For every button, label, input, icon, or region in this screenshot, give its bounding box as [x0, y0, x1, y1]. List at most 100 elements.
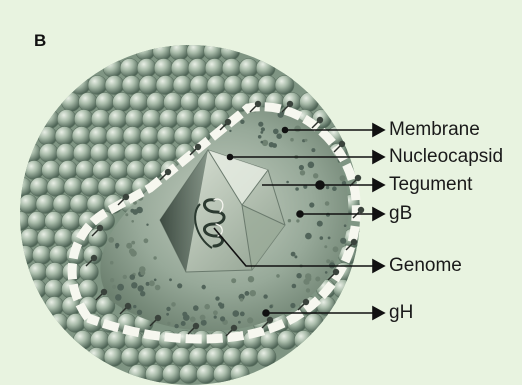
tegument-dot — [305, 233, 312, 240]
tegument-dot — [306, 288, 310, 292]
surface-knob — [188, 59, 207, 78]
surface-knob — [241, 76, 260, 95]
surface-knob — [45, 212, 64, 231]
surface-knob — [110, 161, 129, 180]
gb-anchor-dot — [297, 211, 303, 217]
tegument-dot — [240, 312, 245, 317]
tegument-dot — [110, 278, 114, 282]
tegument-dot — [306, 281, 309, 284]
tegument-dot — [325, 271, 328, 274]
surface-knob — [91, 110, 110, 129]
tegument-dot — [245, 291, 250, 296]
surface-knob — [90, 331, 109, 350]
surface-knob — [39, 144, 58, 163]
surface-knob — [62, 212, 81, 231]
tegument-dot — [200, 315, 206, 321]
surface-knob — [78, 280, 97, 299]
surface-knob — [142, 110, 161, 129]
tegument-dot — [260, 131, 263, 134]
surface-knob — [137, 59, 156, 78]
tegument-dot — [276, 133, 282, 139]
surface-knob — [154, 59, 173, 78]
surface-knob — [45, 263, 64, 282]
surface-knob — [98, 178, 117, 197]
surface-knob — [20, 229, 39, 248]
tegument-dot — [269, 142, 274, 147]
tegument-dot — [146, 224, 148, 226]
label-genome: Genome — [389, 256, 462, 275]
surface-knob — [180, 93, 199, 112]
surface-knob — [64, 178, 83, 197]
tegument-dot — [108, 237, 114, 243]
tegument-dot — [139, 266, 146, 273]
surface-knob — [124, 144, 143, 163]
surface-knob — [74, 110, 93, 129]
surface-knob — [196, 365, 215, 384]
tegument-dot — [202, 285, 206, 289]
surface-knob — [156, 76, 175, 95]
tegument-dot — [258, 135, 262, 139]
surface-knob — [155, 348, 174, 367]
surface-knob — [83, 246, 102, 265]
surface-knob — [140, 127, 159, 146]
tegument-anchor-dot — [316, 181, 324, 189]
surface-knob — [19, 195, 38, 214]
tegument-dot — [115, 246, 118, 249]
surface-knob — [158, 144, 177, 163]
surface-knob — [239, 59, 258, 78]
surface-knob — [81, 178, 100, 197]
tegument-dot — [286, 181, 289, 184]
tegument-dot — [250, 290, 256, 296]
surface-knob — [138, 348, 157, 367]
tegument-dot — [130, 274, 136, 280]
tegument-dot — [332, 186, 337, 191]
tegument-dot — [340, 238, 346, 244]
surface-knob — [105, 76, 124, 95]
tegument-dot — [263, 294, 267, 298]
surface-knob — [197, 93, 216, 112]
surface-knob — [277, 331, 296, 350]
surface-knob — [120, 59, 139, 78]
tegument-dot — [261, 141, 264, 144]
surface-knob — [189, 348, 208, 367]
tegument-dot — [166, 307, 170, 311]
surface-knob — [57, 110, 76, 129]
tegument-dot — [190, 317, 196, 323]
surface-knob — [56, 144, 75, 163]
surface-knob — [193, 110, 212, 129]
surface-knob — [90, 144, 109, 163]
tegument-dot — [137, 310, 142, 315]
tegument-dot — [115, 294, 122, 301]
tegument-dot — [340, 175, 346, 181]
tegument-dot — [204, 304, 210, 310]
label-nucleocapsid: Nucleocapsid — [389, 147, 503, 166]
tegument-dot — [167, 322, 170, 325]
tegument-dot — [117, 284, 124, 291]
surface-knob — [59, 161, 78, 180]
surface-knob — [139, 76, 158, 95]
tegument-dot — [153, 256, 156, 259]
label-membrane: Membrane — [389, 120, 480, 139]
surface-knob — [121, 348, 140, 367]
tegument-dot — [133, 305, 136, 308]
tegument-dot — [146, 282, 150, 286]
tegument-dot — [320, 236, 324, 240]
tegument-dot — [273, 129, 279, 135]
tegument-dot — [299, 165, 304, 170]
surface-knob — [76, 161, 95, 180]
surface-knob — [88, 76, 107, 95]
tegument-dot — [240, 298, 244, 302]
tegument-dot — [317, 221, 323, 227]
surface-knob — [157, 127, 176, 146]
tegument-dot — [215, 296, 219, 300]
tegument-dot — [309, 202, 314, 207]
gh-anchor-dot — [263, 310, 269, 316]
surface-knob — [37, 229, 56, 248]
surface-knob — [44, 280, 63, 299]
surface-knob — [176, 110, 195, 129]
tegument-dot — [258, 122, 263, 127]
tegument-dot — [140, 291, 145, 296]
tegument-dot — [276, 274, 280, 278]
surface-knob — [125, 110, 144, 129]
